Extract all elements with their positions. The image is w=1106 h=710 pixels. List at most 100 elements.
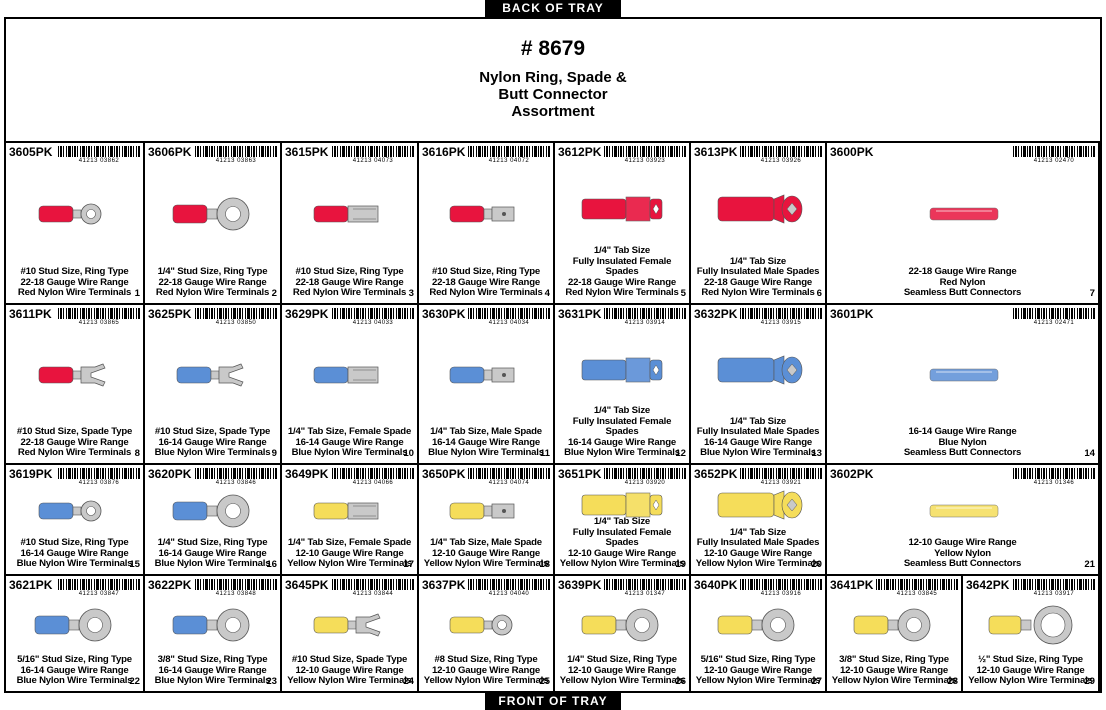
description-line: 1/4" Tab Size, Female Spade [287, 426, 412, 438]
description-line: Red Nylon Wire Terminals [565, 287, 679, 299]
barcode-digits: 41213 03850 [215, 320, 257, 326]
back-of-tray-label: BACK OF TRAY [485, 0, 621, 17]
barcode-bars [332, 146, 414, 157]
barcode-bars [58, 579, 140, 590]
barcode: 41213 03926 [740, 146, 822, 164]
connector-fi-female-icon [578, 485, 668, 530]
description-line: Seamless Butt Connectors [903, 287, 1022, 299]
compartment-10: 3629PK 41213 04033 1/4" Tab Size, Female … [282, 305, 419, 465]
connector-fi-male-icon [714, 485, 804, 530]
description-line: 12-10 Gauge Wire Range [567, 664, 676, 676]
part-number: 3629PK [285, 307, 329, 321]
description-line: 3/8" Stud Size, Ring Type [839, 654, 949, 666]
description-line: Red Nylon Wire Terminals [429, 287, 543, 299]
description-line: Seamless Butt Connectors [903, 447, 1022, 459]
description-line: 22-18 Gauge Wire Range [703, 276, 812, 288]
compartment-number: 9 [271, 448, 277, 459]
part-number: 3641PK [830, 578, 874, 592]
part-number: 3630PK [422, 307, 466, 321]
barcode: 41213 01346 [1013, 468, 1095, 486]
barcode: 41213 03847 [58, 579, 140, 597]
description-line: Red Nylon Wire Terminals [155, 287, 270, 299]
description-line: Yellow Nylon Wire Terminals [423, 675, 549, 687]
compartment-number: 3 [408, 288, 414, 299]
barcode-digits: 41213 03848 [215, 591, 257, 597]
barcode-digits: 41213 03916 [760, 591, 802, 597]
description-line: 22-18 Gauge Wire Range [20, 276, 129, 288]
barcode-digits: 41213 04033 [352, 320, 394, 326]
barcode: 41213 04034 [468, 308, 550, 326]
description-line: 1/4" Stud Size, Ring Type [157, 537, 268, 549]
description-line: 1/4" Stud Size, Ring Type [157, 266, 268, 278]
barcode: 41213 04066 [332, 468, 414, 486]
description-line: 12-10 Gauge Wire Range [431, 664, 540, 676]
barcode: 41213 03916 [740, 579, 822, 597]
barcode-bars [58, 146, 140, 157]
barcode: 41213 03865 [58, 308, 140, 326]
description-line: 16-14 Gauge Wire Range [703, 436, 812, 448]
connector-fi-male-icon [714, 189, 804, 234]
barcode-digits: 41213 03863 [215, 158, 257, 164]
barcode-digits: 41213 01347 [624, 591, 666, 597]
barcode: 41213 02471 [1013, 308, 1095, 326]
barcode-bars [332, 468, 414, 479]
barcode-bars [604, 308, 686, 319]
description-line: #10 Stud Size, Spade Type [154, 426, 271, 438]
barcode: 41213 03915 [740, 308, 822, 326]
compartment-number: 7 [1089, 288, 1095, 299]
barcode-bars [876, 579, 958, 590]
description-line: Fully Insulated Female Spades [572, 526, 672, 549]
description-line: ½" Stud Size, Ring Type [978, 654, 1083, 666]
description-line: 16-14 Gauge Wire Range [567, 436, 676, 448]
compartment-number: 29 [1084, 676, 1095, 687]
barcode-digits: 41213 01346 [1033, 480, 1075, 486]
connector-spade-icon [31, 355, 121, 400]
barcode: 41213 03862 [58, 146, 140, 164]
barcode-bars [740, 468, 822, 479]
compartment-number: 20 [811, 559, 822, 570]
barcode-digits: 41213 04034 [488, 320, 530, 326]
description-line: Red Nylon Wire Terminals [17, 287, 132, 299]
description-line: 22-18 Gauge Wire Range [567, 276, 676, 288]
description-line: #10 Stud Size, Ring Type [20, 537, 129, 549]
description-line: 12-10 Gauge Wire Range [295, 664, 404, 676]
barcode-bars [1013, 468, 1095, 479]
barcode: 41213 03917 [1013, 579, 1095, 597]
description-line: 12-10 Gauge Wire Range [908, 537, 1017, 549]
barcode: 41213 03921 [740, 468, 822, 486]
description-line: 16-14 Gauge Wire Range [908, 426, 1017, 438]
compartment-number: 17 [403, 559, 414, 570]
compartment-number: 2 [271, 288, 277, 299]
description-line: 1/4" Tab Size [729, 255, 787, 267]
description-line: Blue Nylon Wire Terminals [154, 447, 271, 459]
description-line: 22-18 Gauge Wire Range [295, 276, 404, 288]
description-line: #10 Stud Size, Ring Type [20, 266, 129, 278]
barcode-bars [332, 579, 414, 590]
compartment-number: 5 [680, 288, 686, 299]
barcode-bars [740, 146, 822, 157]
compartment-number: 12 [675, 448, 686, 459]
connector-ring-large-icon [169, 605, 259, 650]
part-number: 3652PK [694, 467, 738, 481]
part-number: 3620PK [148, 467, 192, 481]
description-line: 12-10 Gauge Wire Range [703, 547, 812, 559]
